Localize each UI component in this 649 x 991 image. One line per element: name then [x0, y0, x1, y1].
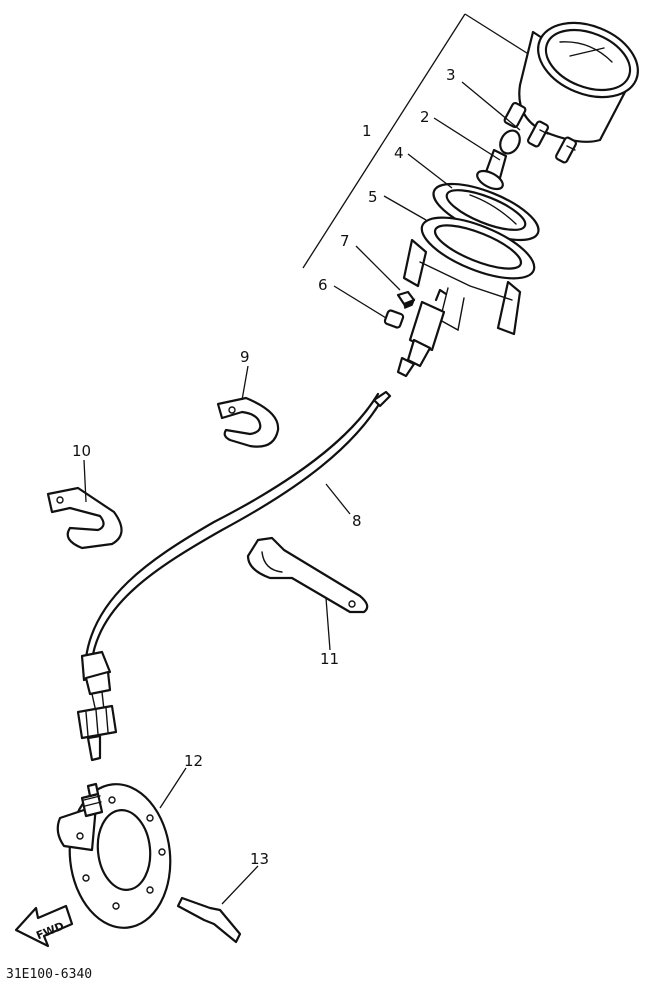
callout-6: 6: [318, 276, 328, 294]
fwd-arrow-icon: FWD: [14, 904, 74, 948]
callout-7: 7: [340, 232, 350, 250]
clip-bracket-11: [246, 536, 369, 614]
leader-lines: [83, 81, 521, 905]
callout-4: 4: [394, 144, 404, 162]
drive-shaft: [176, 896, 242, 944]
cable-meter-end: [396, 288, 448, 378]
diagram-code: 31E100-6340: [6, 967, 92, 982]
callout-5: 5: [368, 188, 378, 206]
callout-8: 8: [352, 512, 362, 530]
callout-2: 2: [420, 108, 430, 126]
callout-13: 13: [250, 850, 269, 868]
meter-bracket: [402, 216, 536, 336]
cable-clamp-9: [216, 396, 280, 448]
speedometer-meter: [503, 21, 639, 164]
cable-clamp-10: [46, 486, 123, 550]
speedometer-cable: [76, 390, 392, 762]
callout-10: 10: [72, 442, 91, 460]
callout-3: 3: [446, 66, 456, 84]
group-bracket: [302, 13, 531, 269]
nut-7: [396, 290, 416, 310]
nut-6: [383, 309, 405, 329]
callout-9: 9: [240, 348, 250, 366]
callout-11: 11: [320, 650, 339, 668]
callout-12: 12: [184, 752, 203, 770]
bulb-socket: [476, 129, 521, 191]
callout-1: 1: [362, 122, 372, 140]
speedometer-gear-unit: [56, 782, 172, 929]
callouts: 1 2 3 4 5 6 7 8 9 10 11 12 13: [72, 66, 456, 868]
